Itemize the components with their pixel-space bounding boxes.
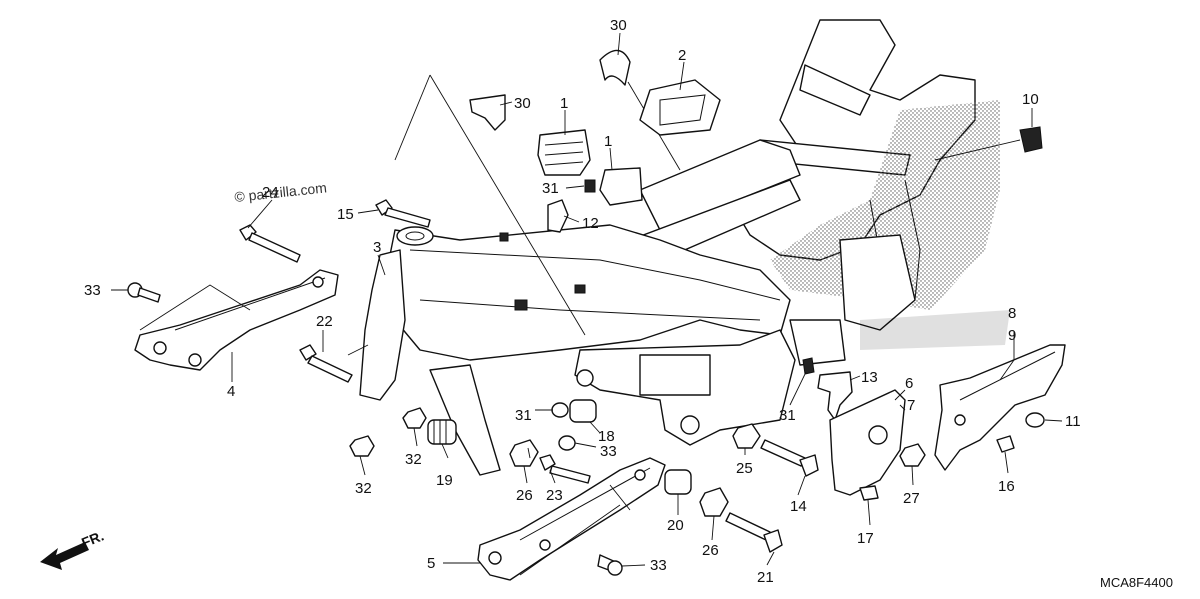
callout-30-lower: 31 [779, 407, 796, 424]
part-31-collar-lower[interactable] [558, 435, 576, 451]
part-5-bracket[interactable] [477, 457, 666, 581]
part-11-collar[interactable] [1025, 412, 1045, 428]
part-33-bolt-lower[interactable] [597, 554, 623, 576]
part-1-plate-lower[interactable] [599, 167, 643, 206]
callout-30-upper: 31 [542, 180, 559, 197]
callout-33-upper: 33 [84, 282, 101, 299]
part-26-nut-left[interactable] [509, 439, 539, 467]
callout-4: 4 [227, 383, 235, 400]
part-20-collar[interactable] [664, 469, 692, 495]
callout-9: 9 [1008, 327, 1016, 344]
part-23-bolt[interactable] [539, 454, 591, 484]
callout-14: 14 [790, 498, 807, 515]
part-15-bolt[interactable] [375, 199, 431, 228]
callout-12: 12 [582, 215, 599, 232]
front-direction-label: FR. [79, 527, 106, 550]
brand-watermark-logo [860, 310, 1010, 350]
part-8-9-cover[interactable] [934, 344, 1066, 471]
part-27-nut[interactable] [899, 443, 926, 467]
callout-21: 21 [757, 569, 774, 586]
part-1-plate-upper[interactable] [537, 129, 591, 176]
part-28-clip[interactable] [469, 94, 506, 131]
part-17-screw[interactable] [859, 485, 879, 501]
callout-labels: 30 2 30 1 1 10 31 12 15 24 3 33 22 4 32 … [84, 17, 1081, 586]
callout-24: 24 [262, 184, 279, 201]
callout-13: 13 [861, 369, 878, 386]
callout-28: 30 [514, 95, 531, 112]
callout-3: 3 [373, 239, 381, 256]
part-22-bolt[interactable] [299, 344, 353, 383]
callout-7: 7 [907, 397, 915, 414]
part-19-collar[interactable] [427, 419, 457, 445]
callout-31-lower: 33 [600, 443, 617, 460]
part-32-nut-right[interactable] [402, 407, 427, 429]
callout-1-lower: 1 [604, 133, 612, 150]
part-4-bracket[interactable] [134, 269, 339, 371]
callout-26-left: 26 [516, 487, 533, 504]
callout-5: 5 [427, 555, 435, 572]
part-33-bolt-upper[interactable] [127, 282, 161, 303]
part-21-bolt[interactable] [725, 512, 783, 553]
callout-32-left: 32 [355, 480, 372, 497]
part-2-bracket[interactable] [639, 79, 721, 136]
part-25-nut[interactable] [732, 423, 761, 449]
callout-15: 15 [337, 206, 354, 223]
part-30-spring-lower[interactable] [802, 357, 815, 375]
callout-22: 22 [316, 313, 333, 330]
callout-27: 27 [903, 490, 920, 507]
part-10-cap[interactable] [934, 126, 1043, 161]
callout-11: 11 [1065, 413, 1081, 430]
callout-31-upper: 31 [515, 407, 532, 424]
callout-8: 8 [1008, 305, 1016, 322]
callout-29: 30 [610, 17, 627, 34]
callout-10: 10 [1022, 91, 1039, 108]
callout-26-right: 26 [702, 542, 719, 559]
callout-33-lower: 33 [650, 557, 667, 574]
part-32-nut-left[interactable] [349, 435, 375, 457]
part-6-7-plate[interactable] [829, 389, 906, 496]
callout-leaders [111, 32, 1063, 567]
part-30-spring-upper[interactable] [584, 179, 596, 193]
callout-2: 2 [678, 47, 686, 64]
callout-19: 19 [436, 472, 453, 489]
front-direction-arrow: FR. [40, 527, 106, 570]
part-14-bolt[interactable] [760, 439, 819, 477]
callout-25: 25 [736, 460, 753, 477]
part-31-collar-upper[interactable] [551, 402, 569, 418]
part-24-bolt[interactable] [239, 224, 301, 263]
part-12-clip[interactable] [547, 199, 569, 233]
part-16-screw[interactable] [996, 435, 1015, 453]
callout-18: 18 [598, 428, 615, 445]
callout-32-right: 32 [405, 451, 422, 468]
callout-23: 23 [546, 487, 563, 504]
part-26-nut-right[interactable] [699, 487, 729, 517]
main-frame[interactable] [359, 19, 1000, 476]
callout-17: 17 [857, 530, 874, 547]
callout-1-upper: 1 [560, 95, 568, 112]
callout-6: 6 [905, 375, 913, 392]
callout-16: 16 [998, 478, 1015, 495]
part-18-collar[interactable] [569, 399, 597, 423]
drawing-code: MCA8F4400 [1100, 575, 1173, 590]
watermark-text: © partzilla.com [234, 179, 328, 205]
callout-20: 20 [667, 517, 684, 534]
